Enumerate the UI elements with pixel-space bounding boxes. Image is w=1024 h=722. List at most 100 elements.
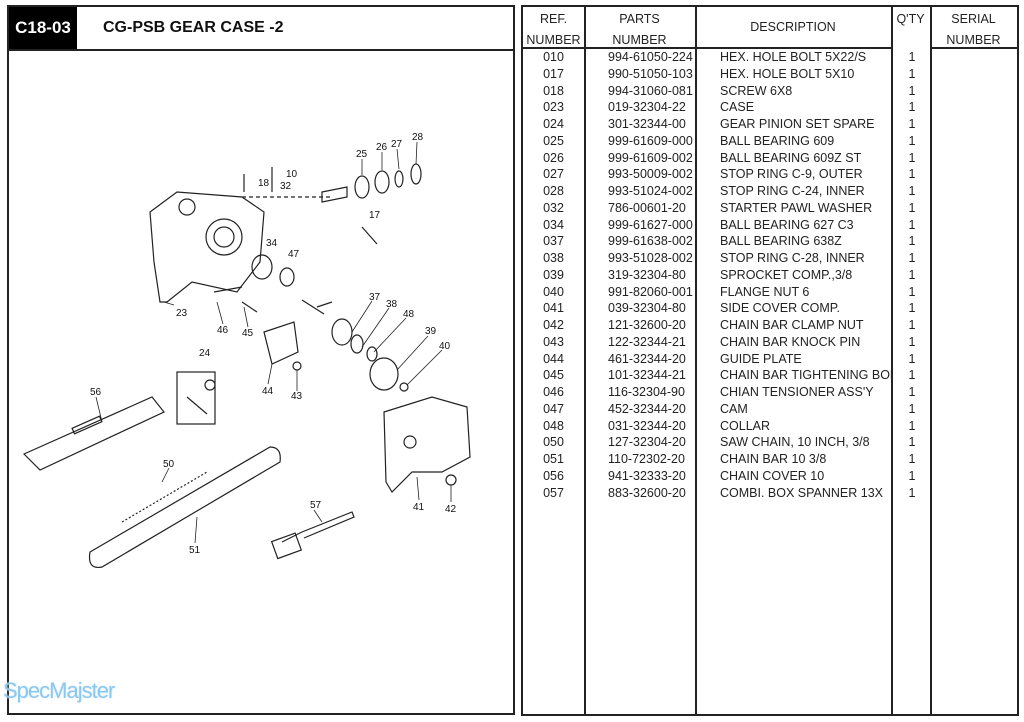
ref-number-cell: 038 [543, 251, 564, 265]
column-divider [584, 7, 697, 714]
callout-label: 39 [425, 326, 437, 337]
part-number-cell: 101-32344-21 [608, 368, 686, 383]
description-cell: GUIDE PLATE [720, 351, 802, 366]
quantity-cell: 1 [908, 167, 916, 182]
part-number-cell: 993-51028-002 [608, 251, 693, 265]
header-line: SERIAL [951, 12, 996, 26]
part-number-cell: 883-32600-20 [608, 485, 686, 500]
part-number-cell: 990-51050-103 [608, 66, 693, 81]
part-number-cell: 999-61638-002 [608, 234, 693, 249]
chain-bar [88, 446, 281, 569]
callout-label: 48 [403, 309, 415, 320]
ref-number-cell: 042 [543, 318, 564, 332]
callout-label: 40 [439, 341, 451, 352]
bearing-26 [374, 170, 390, 194]
description-cell: BALL BEARING 627 C3 [720, 217, 854, 232]
part-number-cell: 993-50009-002 [608, 167, 693, 182]
quantity-cell: 1 [908, 267, 916, 282]
part-number-cell: 941-32333-20 [608, 468, 686, 483]
ref-number-cell: 051 [543, 452, 564, 466]
ref-number-cell: 045 [543, 368, 564, 383]
header-divider [695, 47, 891, 49]
header-description: DESCRIPTION [695, 7, 891, 47]
parts-table: REF. NUMBER PARTS NUMBER DESCRIPTION Q'T… [521, 5, 1019, 716]
callout-label: 38 [386, 299, 398, 310]
quantity-cell: 1 [908, 468, 916, 483]
part-number-cell: 994-61050-224 [608, 50, 693, 64]
ref-number-cell: 026 [543, 150, 564, 165]
header-qty: Q'TY [891, 7, 930, 47]
part-number-cell: 301-32344-00 [608, 117, 686, 131]
ref-number-cell: 024 [543, 117, 564, 131]
callout-label: 46 [217, 325, 229, 336]
table-row: 038 993-51028-002 STOP RING C-28, INNER 1 [523, 250, 1017, 267]
callout-label: 10 [286, 169, 298, 180]
part-number-cell: 031-32344-20 [608, 418, 686, 433]
part-number-cell: 999-61627-000 [608, 217, 693, 232]
ref-number-cell: 032 [543, 200, 564, 215]
diagram-panel: C18-03 CG-PSB GEAR CASE -2 [7, 5, 515, 715]
callout-label: 23 [176, 308, 188, 319]
bearing-25 [354, 175, 370, 199]
description-cell: SCREW 6X8 [720, 83, 793, 98]
callout-label: 24 [199, 348, 211, 359]
callout-label: 28 [412, 132, 424, 143]
header-line: PARTS [619, 12, 660, 26]
quantity-cell: 1 [908, 401, 916, 416]
callout-label: 57 [310, 500, 322, 511]
column-divider [523, 7, 586, 714]
description-cell: CHIAN TENSIONER ASS'Y [720, 385, 874, 399]
quantity-cell: 1 [908, 368, 916, 383]
callout-label: 41 [413, 502, 425, 513]
page-title: CG-PSB GEAR CASE -2 [103, 19, 284, 36]
column-divider [891, 7, 932, 714]
description-cell: CHAIN BAR 10 3/8 [720, 452, 827, 466]
watermark-logo: SpecMajster [3, 678, 115, 703]
part-number-cell: 994-31060-081 [608, 83, 693, 98]
quantity-cell: 1 [908, 284, 916, 299]
description-cell: BALL BEARING 609 [720, 133, 835, 148]
quantity-cell: 1 [908, 351, 916, 366]
header-line: NUMBER [526, 33, 581, 47]
quantity-cell: 1 [908, 117, 916, 131]
ref-number-cell: 040 [543, 284, 564, 299]
part-number-cell: 452-32344-20 [608, 401, 686, 416]
description-cell: FLANGE NUT 6 [720, 284, 810, 299]
column-divider [695, 7, 893, 714]
part-number-cell: 110-72302-20 [608, 452, 685, 466]
description-cell: STOP RING C-9, OUTER [720, 167, 863, 182]
ref-number-cell: 037 [543, 234, 564, 249]
description-cell: HEX. HOLE BOLT 5X22/S [720, 50, 867, 64]
callout-label: 47 [288, 249, 300, 260]
ref-number-cell: 043 [543, 334, 564, 349]
ref-number-cell: 057 [543, 485, 564, 500]
callout-label: 32 [280, 181, 292, 192]
callout-label: 37 [369, 292, 381, 303]
ref-number-cell: 023 [543, 100, 564, 115]
sprocket [369, 357, 399, 391]
callout-label: 56 [90, 387, 102, 398]
callout-label: 27 [391, 139, 403, 150]
quantity-cell: 1 [908, 251, 916, 265]
callout-label: 18 [258, 178, 270, 189]
description-cell: STOP RING C-28, INNER [720, 251, 865, 265]
part-number-cell: 116-32304-90 [608, 385, 685, 399]
exploded-parts-diagram: 28 27 26 25 10 18 32 17 34 47 23 46 45 3… [22, 132, 471, 569]
quantity-cell: 1 [908, 435, 916, 450]
description-cell: BALL BEARING 638Z [720, 234, 842, 249]
header-line: REF. [539, 12, 568, 26]
